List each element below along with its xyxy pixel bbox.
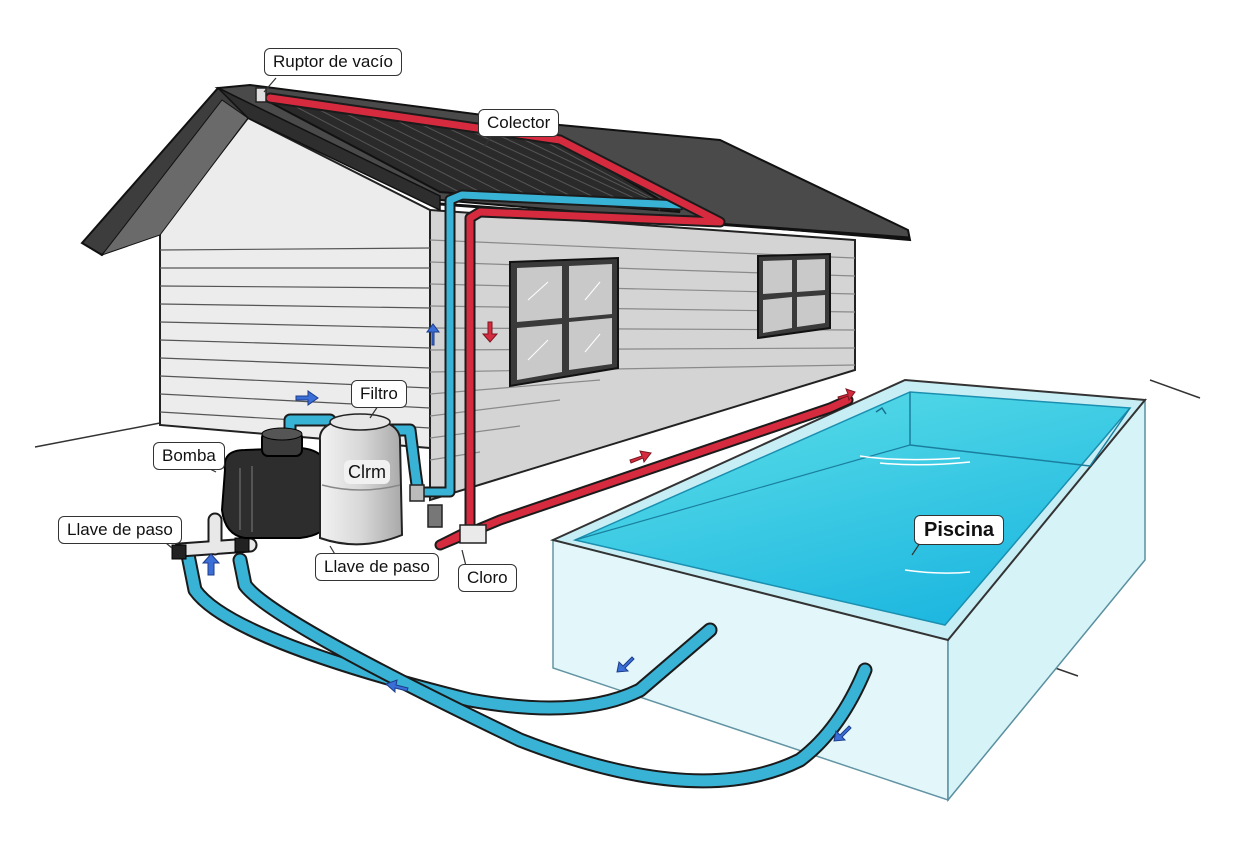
label-filter: Filtro — [351, 380, 407, 408]
arrow-filter-in — [295, 390, 319, 406]
arrow-return-left — [385, 679, 409, 694]
label-pool: Piscina — [914, 515, 1005, 545]
valve-right-icon — [409, 484, 443, 528]
arrow-hot-to-pool-2 — [837, 388, 856, 402]
window-left — [509, 256, 619, 388]
arrow-hot-to-pool-1 — [629, 450, 652, 464]
label-valve-left: Llave de paso — [58, 516, 182, 544]
label-pump: Bomba — [153, 442, 225, 470]
vacuum-breaker-icon — [255, 87, 267, 103]
pool — [549, 378, 1147, 803]
collector-tubes — [284, 100, 675, 211]
label-collector: Colector — [478, 109, 560, 137]
label-valve-right: Llave de paso — [315, 553, 439, 581]
house — [80, 83, 912, 502]
label-vacuum-breaker: Ruptor de vacío — [264, 48, 403, 76]
pool-inlet-icon — [875, 406, 887, 415]
window-right — [757, 252, 831, 340]
chlorinator-fitting-icon — [459, 524, 487, 544]
arrow-suction-2 — [833, 725, 852, 742]
flow-arrows — [201, 321, 856, 742]
roof-edge — [217, 87, 441, 212]
arrow-up-riser — [426, 323, 440, 346]
arrow-pump-up — [201, 553, 221, 576]
label-chlorinator-text: Clrm — [344, 460, 390, 484]
arrow-down-return — [481, 321, 499, 343]
arrow-suction-1 — [616, 656, 635, 673]
label-chlorine: Cloro — [458, 564, 517, 592]
pump — [220, 427, 332, 539]
water-ripples — [859, 455, 971, 574]
